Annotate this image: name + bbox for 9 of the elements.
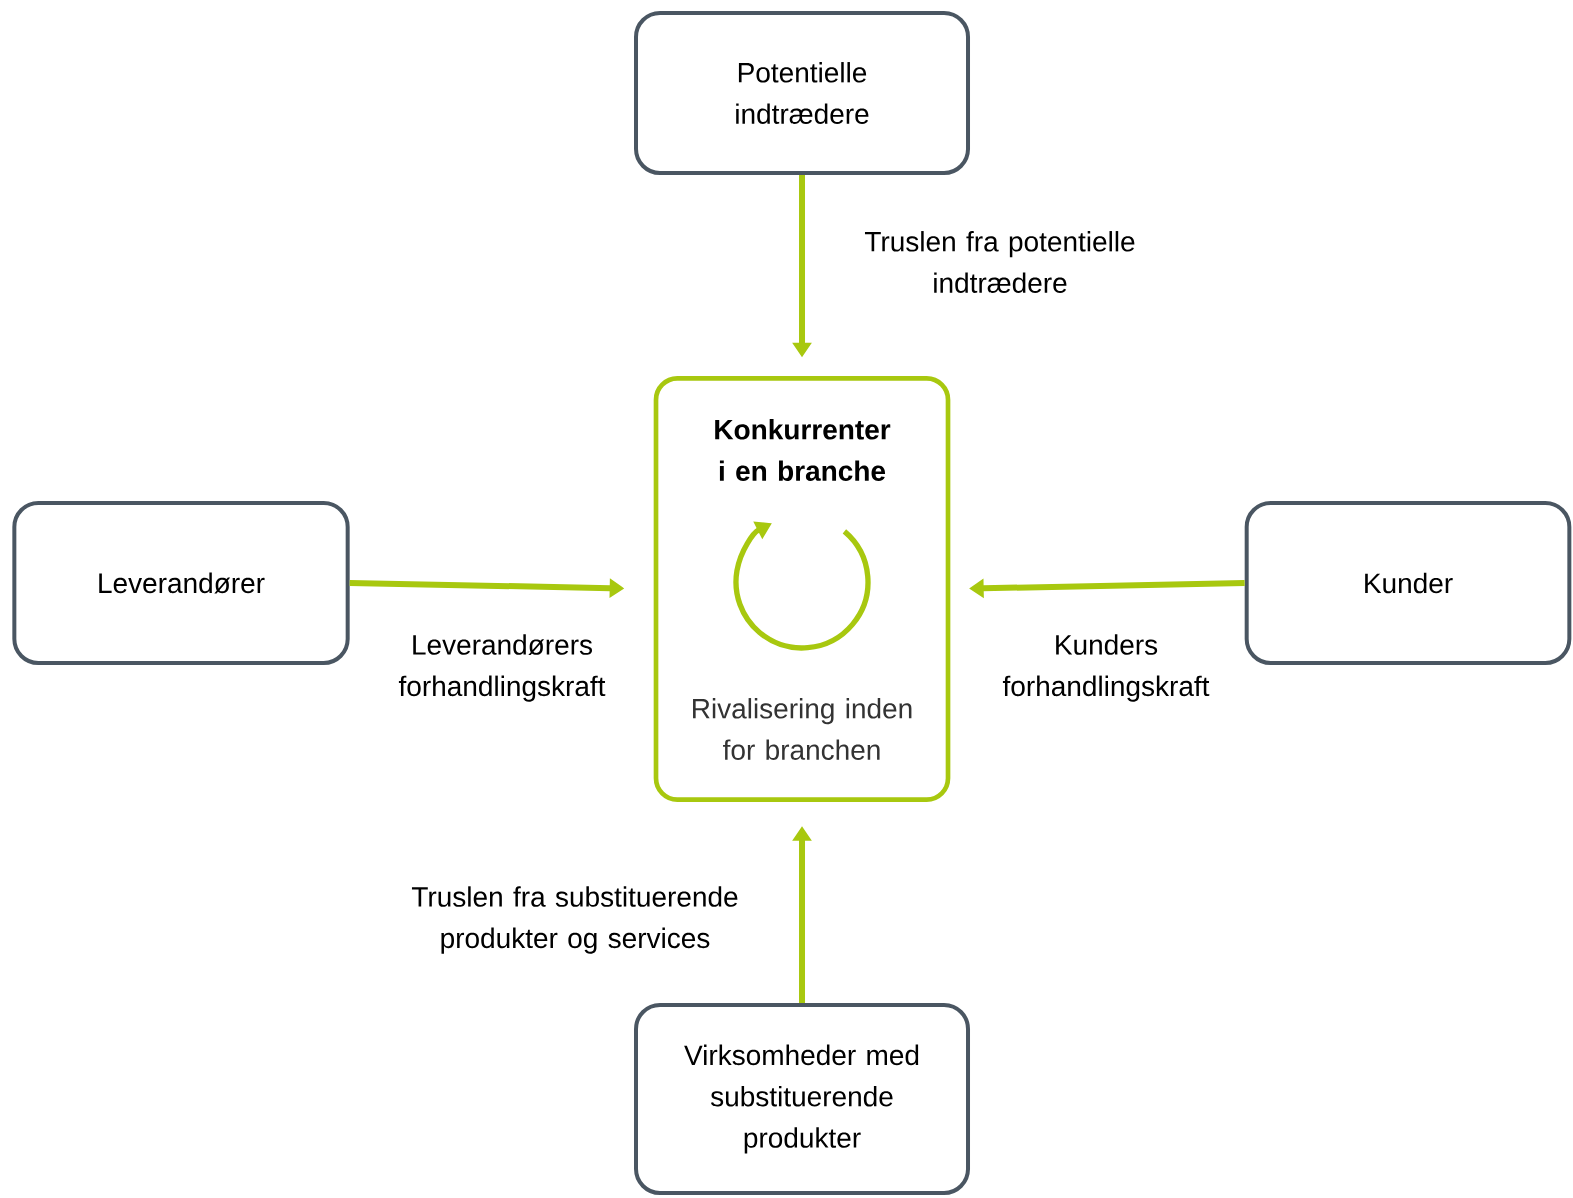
competitor-box: Konkurrenter i en branche Rivalisering inden for branchen	[653, 376, 951, 802]
box: Virksomheder med substituerende produkter	[634, 1003, 970, 1195]
box: Kunder	[1244, 501, 1572, 665]
edge-label: Truslen fra substituerende produkter og services	[411, 886, 738, 954]
edge-label: Kunders forhandlingskraft	[1002, 634, 1210, 702]
edge-label: Truslen fra potentielle indtrædere	[865, 231, 1135, 293]
box: Leverandører	[12, 501, 350, 665]
edge-label: Leverandørers forhandlingskraft	[398, 634, 606, 702]
box: Potentielle indtrædere	[634, 11, 970, 175]
